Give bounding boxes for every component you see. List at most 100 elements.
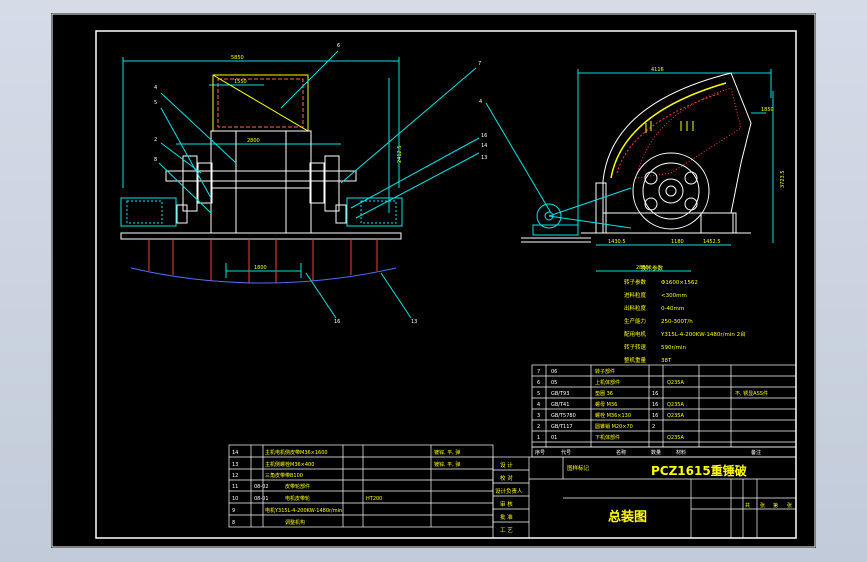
mark-label: 图样标记 <box>567 464 590 472</box>
balloon: 2 <box>154 137 157 143</box>
bom-cell: 镀锌, 平, 弹 <box>434 461 460 468</box>
bom-cell: 主机侧螺栓M36×400 <box>265 461 314 468</box>
spec-value: <300mm <box>661 293 687 299</box>
dim-side-3: 1180 <box>671 239 684 245</box>
balloon: 4 <box>479 99 482 105</box>
drawing-canvas: 5850 1550 2800 1800 2412.5 4116 3723.5 1… <box>51 13 816 548</box>
spec-value: 38T <box>661 358 672 364</box>
bom-cell: GB/T41 <box>551 402 569 408</box>
bom-cell: 三角皮带带B100 <box>265 472 303 479</box>
bom-cell: 16 <box>652 391 658 397</box>
tech-specs: 技术参数 转子参数 Φ1600×1562 进料粒度 <300mm 出料粒度 0-… <box>624 264 746 364</box>
bom-header-no: 序号 <box>535 449 545 456</box>
bom-cell: 7 <box>537 369 540 375</box>
bom-cell: 调整机构 <box>285 519 305 526</box>
bom-cell: 06 <box>551 369 557 375</box>
bom-cell: 垫圈 36 <box>595 390 613 397</box>
spec-value: 590r/min <box>661 345 686 351</box>
dim-side-height: 3723.5 <box>780 171 786 189</box>
bom-header-code: 代号 <box>561 449 571 456</box>
dim-side-4: 1430.5 <box>608 239 626 245</box>
title-label: 审 核 <box>500 500 513 508</box>
bom-cell: 圆锥销 M20×70 <box>595 423 633 430</box>
dim-front-overall: 5850 <box>231 55 244 61</box>
bom-cell: 10 <box>232 496 238 502</box>
bom-upper-table <box>531 364 797 448</box>
dim-front-hopper: 1550 <box>234 79 247 85</box>
bom-cell: 6 <box>537 380 540 386</box>
bom-header-remark: 备注 <box>751 449 761 456</box>
bom-cell: HT200 <box>366 496 382 502</box>
dim-side-5: 1452.5 <box>703 239 721 245</box>
bom-cell: GB/T93 <box>551 391 569 397</box>
front-view <box>120 50 480 319</box>
dim-side-2: 2858 <box>636 265 649 271</box>
bom-cell: 电机皮带轮 <box>285 495 310 502</box>
bom-cell: 14 <box>232 450 238 456</box>
bom-cell: 上机体部件 <box>595 379 620 386</box>
bom-cell: 螺栓 M36×130 <box>595 412 631 419</box>
bom-cell: 2 <box>652 424 655 430</box>
spec-value: 0-40mm <box>661 306 684 312</box>
spec-label: 进料粒度 <box>624 291 647 299</box>
dim-side-1: 1850 <box>761 107 774 113</box>
bom-header-qty: 数量 <box>651 449 661 456</box>
bom-cell: 8 <box>232 520 235 526</box>
bom-cell: 05 <box>551 380 557 386</box>
bom-cell: 12 <box>232 473 238 479</box>
bom-cell: 13 <box>232 462 238 468</box>
dim-front-bearing: 2800 <box>247 138 260 144</box>
spec-label: 出料粒度 <box>624 304 647 312</box>
spec-label: 生产能力 <box>624 317 646 325</box>
drawing-viewport[interactable]: 5850 1550 2800 1800 2412.5 4116 3723.5 1… <box>51 13 816 548</box>
bom-cell: Q235A <box>667 402 684 408</box>
bom-cell: 08-01 <box>254 496 269 502</box>
bom-cell: 不, 锈显ASS件 <box>735 390 768 397</box>
bom-cell: 16 <box>652 413 658 419</box>
bom-header-material: 材料 <box>676 449 686 456</box>
bom-cell: 3 <box>537 413 540 419</box>
bom-cell: 1 <box>537 435 540 441</box>
bom-cell: 主机电机侧皮带M36×1600 <box>265 449 328 456</box>
balloon: 16 <box>481 133 487 139</box>
bom-cell: 2 <box>537 424 540 430</box>
dim-front-height: 2412.5 <box>397 146 403 164</box>
bom-cell: 16 <box>652 402 658 408</box>
spec-label: 整机重量 <box>624 356 647 364</box>
balloon: 4 <box>154 85 157 91</box>
spec-value: 250-300T/h <box>661 319 693 325</box>
balloon: 7 <box>478 61 481 67</box>
bom-cell: 下机体部件 <box>595 434 620 441</box>
bom-header-name: 名称 <box>616 449 626 456</box>
spec-label: 配用电机 <box>624 330 647 338</box>
bom-cell: 11 <box>232 484 238 490</box>
sheet-count-label: 张 <box>760 502 765 509</box>
spec-value: Φ1600×1562 <box>661 280 698 286</box>
title-label: 设 计 <box>500 461 513 469</box>
bom-cell: 镀锌, 平, 弹 <box>434 449 460 456</box>
spec-value: Y315L-4-200KW-1480r/min 2台 <box>660 330 746 338</box>
bom-cell: 5 <box>537 391 540 397</box>
title-label: 设计负责人 <box>495 487 523 495</box>
bom-cell: 4 <box>537 402 540 408</box>
balloon: 16 <box>334 319 340 325</box>
balloon: 8 <box>154 157 157 163</box>
title-block <box>492 456 797 539</box>
sheet-name: 总装图 <box>608 509 647 525</box>
sheet-count-label: 第 <box>773 502 778 509</box>
spec-label: 转子参数 <box>624 278 647 286</box>
bom-cell: 皮带轮部件 <box>285 483 310 490</box>
balloon: 14 <box>481 143 487 149</box>
drawing-name: PCZ1615重锤破 <box>651 463 747 478</box>
bom-cell: 电机Y315L-4-200KW-1480r/min <box>265 507 342 514</box>
bom-cell: 转子部件 <box>595 368 615 375</box>
sheet-count-label: 张 <box>787 502 792 509</box>
balloon: 13 <box>481 155 487 161</box>
balloon: 13 <box>411 319 417 325</box>
title-label: 工 艺 <box>500 527 513 534</box>
bom-cell: Q235A <box>667 380 684 386</box>
specs-title: 技术参数 <box>641 264 664 272</box>
spec-label: 转子转速 <box>624 343 647 351</box>
outer-frame <box>51 13 816 548</box>
